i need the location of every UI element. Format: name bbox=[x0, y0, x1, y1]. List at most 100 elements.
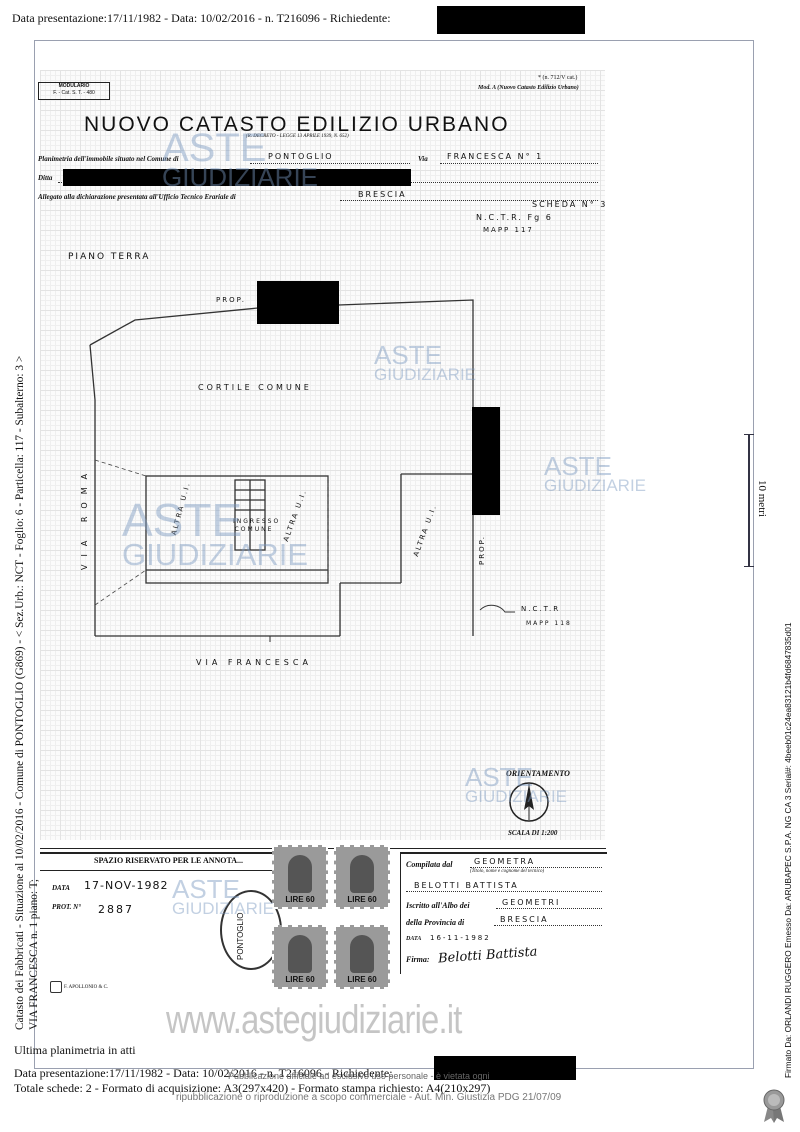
prot-label: PROT. N° bbox=[52, 903, 81, 911]
watermark-site: www.astegiudiziarie.it bbox=[166, 998, 462, 1042]
watermark-3: ASTE GIUDIZIARIE bbox=[544, 451, 647, 496]
plan-grid bbox=[40, 70, 605, 840]
via-value: FRANCESCA N° 1 bbox=[447, 152, 544, 161]
nctr-right: N.C.T.R bbox=[521, 605, 561, 613]
redacted-prop-right bbox=[472, 407, 500, 515]
watermark-5-aste: ASTE bbox=[465, 762, 533, 792]
via-label: Via bbox=[418, 155, 428, 163]
piano-label: PIANO TERRA bbox=[68, 252, 151, 262]
watermark-4-aste: ASTE bbox=[122, 494, 243, 546]
watermark-5: ASTE GIUDIZIARIE bbox=[465, 762, 568, 807]
modulario-code: F. - Cat. S. T. - 480 bbox=[53, 90, 95, 96]
form-title: NUOVO CATASTO EDILIZIO URBANO bbox=[84, 113, 510, 136]
provincia-value: BRESCIA bbox=[500, 915, 549, 924]
revenue-stamp-1: LIRE 60 bbox=[272, 845, 328, 909]
watermark-2-aste: ASTE bbox=[374, 340, 442, 370]
watermark-2-giudiziarie: GIUDIZIARIE bbox=[374, 365, 477, 385]
stamp-value-2: LIRE 60 bbox=[347, 895, 377, 904]
prop-top-label: PROP. bbox=[216, 296, 246, 304]
stamp-value-3: LIRE 60 bbox=[285, 975, 315, 984]
cortile-label: CORTILE COMUNE bbox=[198, 383, 312, 392]
annotation-data-label: DATA bbox=[52, 884, 70, 892]
comune-label: Planimetria dell'immobile situato nel Co… bbox=[38, 155, 179, 163]
scale-bar bbox=[748, 434, 750, 566]
ditta-label: Ditta bbox=[38, 174, 53, 182]
compass-icon bbox=[509, 782, 549, 822]
seal-badge-icon bbox=[763, 1089, 785, 1123]
modulario-label: MODULARIO bbox=[58, 83, 90, 89]
spazio-label: SPAZIO RISERVATO PER LE ANNOTA... bbox=[94, 856, 244, 865]
watermark-2: ASTE GIUDIZIARIE bbox=[374, 340, 477, 385]
apollonio-label: F. APOLLONIO & C. bbox=[64, 985, 109, 990]
redacted-footer-requester bbox=[434, 1056, 576, 1080]
postmark-label: PONTOGLIO bbox=[236, 912, 245, 960]
comune-value: PONTOGLIO bbox=[268, 152, 334, 161]
compilata-sublabel: (Titolo, nome e cognome del tecnico) bbox=[470, 869, 545, 874]
header-line: Data presentazione:17/11/1982 - Data: 10… bbox=[12, 11, 391, 25]
watermark-1-aste: ASTE bbox=[162, 126, 267, 170]
page-frame bbox=[34, 40, 754, 1069]
ingresso-label: INGRESSO COMUNE bbox=[233, 518, 281, 533]
mapp-top: MAPP 117 bbox=[483, 226, 534, 234]
watermark-6-aste: ASTE bbox=[172, 874, 240, 904]
footer-notice2: ripubblicazione o riproduzione a scopo c… bbox=[176, 1092, 562, 1103]
redacted-ditta bbox=[63, 169, 411, 186]
stamp-value-1: LIRE 60 bbox=[285, 895, 315, 904]
mapp-right: MAPP 118 bbox=[526, 620, 572, 627]
model-name: Mod. A (Nuovo Catasto Edilizio Urbano) bbox=[478, 85, 579, 91]
provincia-label: della Provincia di bbox=[406, 918, 465, 927]
decree-text: (R. DECRETO - LEGGE 13 APRILE 1939, N. 6… bbox=[246, 134, 349, 139]
digital-signature: Firmato Da: ORLANDI RUGGERO Emesso Da: A… bbox=[783, 622, 793, 1079]
modulario-box: MODULARIO F. - Cat. S. T. - 480 bbox=[38, 82, 110, 100]
compilata-label: Compilata dal bbox=[406, 860, 453, 869]
scale-bar-label: 10 metri bbox=[756, 480, 768, 517]
redacted-prop-top bbox=[257, 281, 339, 324]
ufficio-value: BRESCIA bbox=[358, 190, 407, 199]
left-side-line2: VIA FRANCESCA n. 1 piano: T; bbox=[28, 878, 40, 1030]
albo-label: Iscritto all'Albo dei bbox=[406, 901, 470, 910]
revenue-stamp-4: LIRE 60 bbox=[334, 925, 390, 989]
watermark-6-giudiziarie: GIUDIZIARIE bbox=[172, 899, 275, 919]
tecnico-name: BELOTTI BATTISTA bbox=[414, 881, 519, 890]
revenue-stamp-3: LIRE 60 bbox=[272, 925, 328, 989]
revenue-stamp-2: LIRE 60 bbox=[334, 845, 390, 909]
prop-right-label: PROP. bbox=[478, 535, 486, 565]
apollonio-icon bbox=[50, 981, 62, 993]
watermark-5-giudiziarie: GIUDIZIARIE bbox=[465, 787, 568, 807]
prot-value: 2887 bbox=[98, 903, 134, 916]
watermark-4-giudiziarie: GIUDIZIARIE bbox=[122, 537, 309, 573]
compilata-data-value: 16-11-1982 bbox=[430, 934, 491, 942]
watermark-1-giudiziarie: GIUDIZIARIE bbox=[162, 162, 319, 192]
nctr-top: N.C.T.R. Fg 6 bbox=[476, 213, 553, 222]
footer-line2: Totale schede: 2 - Formato di acquisizio… bbox=[14, 1081, 491, 1095]
orientamento-label: ORIENTAMENTO bbox=[506, 769, 570, 778]
footer-notice1: Pubblicazione ufficiale ad esclusivo uso… bbox=[228, 1071, 490, 1081]
watermark-3-aste: ASTE bbox=[544, 451, 612, 481]
annotation-box bbox=[40, 852, 276, 1006]
allegato-label: Allegato alla dichiarazione presentata a… bbox=[38, 193, 236, 201]
footer-line1: Data presentazione:17/11/1982 - Data: 10… bbox=[14, 1066, 393, 1080]
scale-bar-cap-bottom bbox=[744, 566, 754, 567]
watermark-4: ASTE GIUDIZIARIE bbox=[122, 494, 309, 573]
left-side-line1: Catasto dei Fabbricati - Situazione al 1… bbox=[14, 355, 26, 1030]
scale-bar-cap-top bbox=[744, 434, 754, 435]
stamp-value-4: LIRE 60 bbox=[347, 975, 377, 984]
redacted-requester bbox=[437, 6, 585, 34]
ultima-planimetria: Ultima planimetria in atti bbox=[14, 1043, 136, 1057]
compilata-box bbox=[400, 852, 607, 974]
compilata-value: GEOMETRA bbox=[474, 857, 536, 866]
model-code: * (n. 712/V cat.) bbox=[538, 75, 578, 81]
floor-plan bbox=[89, 299, 515, 642]
watermark-3-giudiziarie: GIUDIZIARIE bbox=[544, 476, 647, 496]
compilata-data-label: DATA bbox=[406, 936, 422, 942]
watermark-1: ASTE GIUDIZIARIE bbox=[162, 126, 319, 192]
watermark-6: ASTE GIUDIZIARIE bbox=[172, 874, 275, 919]
annotation-data-value: 17-NOV-1982 bbox=[84, 879, 169, 892]
via-francesca-label: VIA FRANCESCA bbox=[196, 658, 312, 667]
scheda-number: SCHEDA N° 3 bbox=[532, 200, 608, 209]
via-roma-label: VIA ROMA bbox=[80, 465, 89, 570]
scale-label: SCALA DI 1:200 bbox=[508, 829, 558, 837]
annotation-rule-2 bbox=[40, 870, 276, 871]
firma-label: Firma: bbox=[406, 955, 430, 964]
albo-value: GEOMETRI bbox=[502, 898, 561, 907]
